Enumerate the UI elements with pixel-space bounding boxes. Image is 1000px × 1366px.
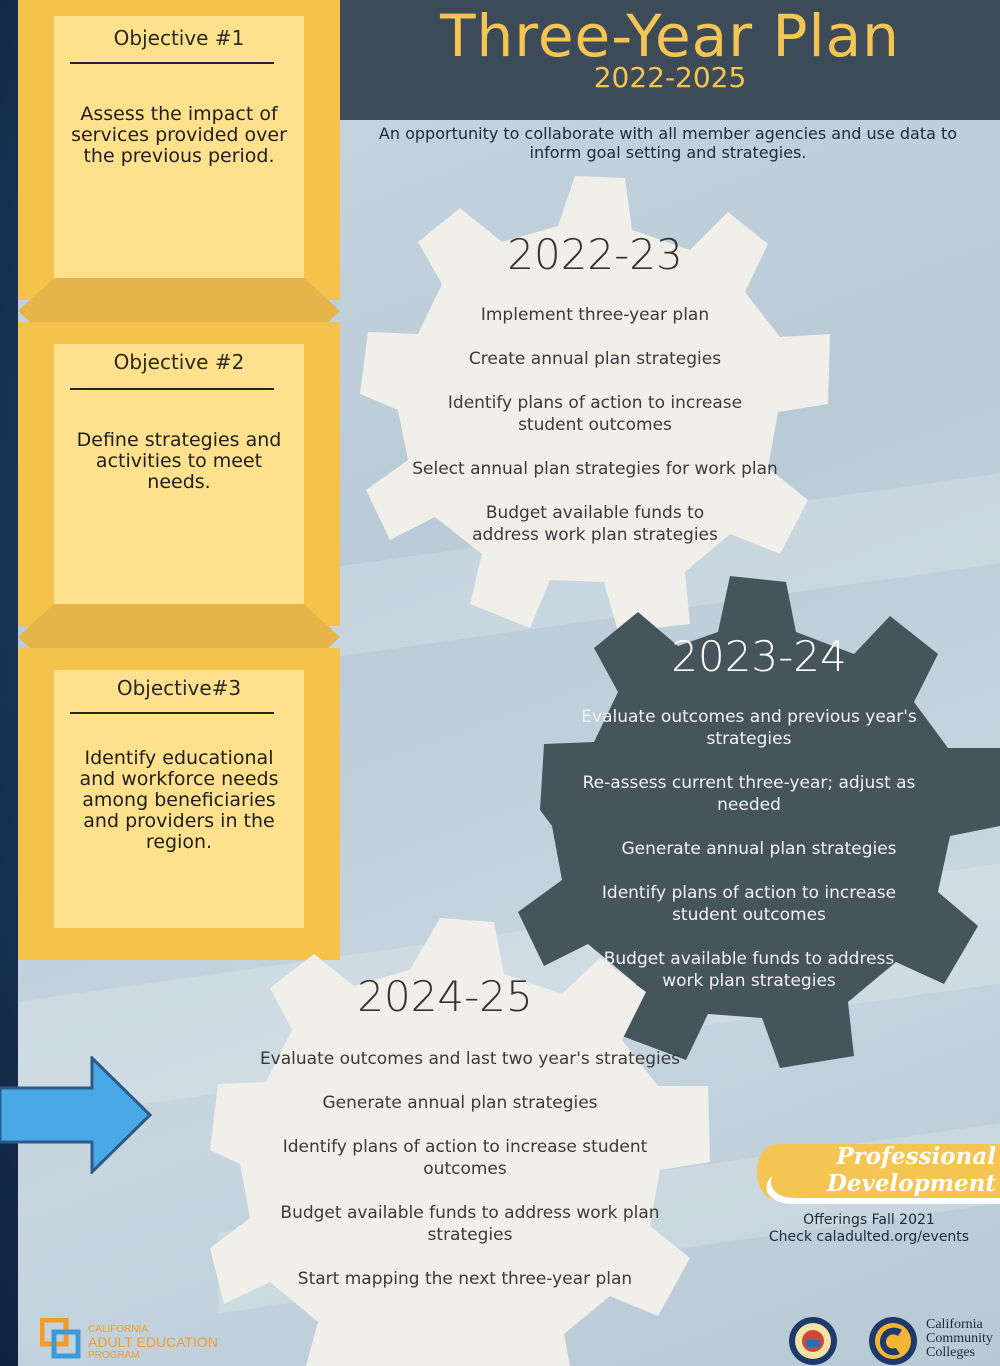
professional-development-label: Professional Development bbox=[826, 1143, 996, 1197]
gear-year: 2022-23 bbox=[507, 230, 683, 279]
objective-divider bbox=[70, 712, 274, 714]
caep-logo-text: CALIFORNIA ADULT EDUCATION PROGRAM bbox=[88, 1324, 218, 1361]
objective-panel-face bbox=[54, 16, 304, 278]
page-subtitle: An opportunity to collaborate with all m… bbox=[378, 124, 958, 162]
caep-line: CALIFORNIA bbox=[88, 1324, 149, 1335]
caep-line: PROGRAM bbox=[88, 1350, 140, 1361]
infographic-poster: Three-Year Plan 2022-2025 An opportunity… bbox=[18, 0, 1000, 1366]
gear-item: Identify plans of action to increase stu… bbox=[601, 883, 897, 925]
gear-year: 2023-24 bbox=[671, 632, 847, 681]
objective-text: Define strategies and activities to meet… bbox=[76, 429, 282, 493]
page-title: Three-Year Plan bbox=[440, 2, 900, 70]
objective-text: Identify educational and workforce needs… bbox=[79, 747, 279, 853]
state-seal-icon bbox=[789, 1317, 837, 1365]
gear-item: Evaluate outcomes and previous year's st… bbox=[581, 707, 917, 749]
ccc-line: California bbox=[926, 1317, 983, 1332]
gear-2022-23: 2022-23 Implement three-year plan Create… bbox=[360, 172, 830, 632]
ccc-logo-icon bbox=[869, 1317, 917, 1365]
events-link-text: Check caladulted.org/events bbox=[768, 1229, 970, 1245]
gear-item: Generate annual plan strategies bbox=[621, 839, 897, 859]
gear-shape bbox=[518, 576, 1000, 1068]
objective-title: Objective #2 bbox=[113, 350, 245, 374]
gear-2023-24: 2023-24 Evaluate outcomes and previous y… bbox=[518, 574, 1000, 1068]
objective-panel-2: Objective #2 Define strategies and activ… bbox=[18, 322, 340, 626]
objective-panel-face bbox=[54, 344, 304, 604]
objective-title: Objective#3 bbox=[116, 676, 242, 700]
gear-2024-25: 2024-25 Evaluate outcomes and last two y… bbox=[210, 918, 710, 1366]
gear-item: Evaluate outcomes and last two year's st… bbox=[259, 1049, 681, 1069]
gear-item: Budget available funds to address work p… bbox=[472, 503, 718, 545]
objective-text: Assess the impact of services provided o… bbox=[71, 103, 287, 167]
gear-item: Implement three-year plan bbox=[480, 305, 710, 325]
offerings-line: Offerings Fall 2021 bbox=[803, 1212, 935, 1228]
objective-title: Objective #1 bbox=[113, 26, 245, 50]
arrow-right-icon bbox=[0, 1056, 152, 1174]
objective-divider bbox=[70, 62, 274, 64]
gear-item: Identify plans of action to increase stu… bbox=[447, 393, 743, 435]
gear-item: Re-assess current three-year; adjust as … bbox=[582, 773, 916, 815]
header-banner: Three-Year Plan 2022-2025 bbox=[340, 0, 1000, 120]
gear-item: Start mapping the next three-year plan bbox=[297, 1269, 633, 1289]
offerings-text: Offerings Fall 2021 Check caladulted.org… bbox=[738, 1212, 1000, 1246]
ccc-logo-text: California Community Colleges bbox=[926, 1318, 993, 1360]
gear-item: Identify plans of action to increase stu… bbox=[282, 1137, 648, 1179]
objectives-column: Objective #1 Assess the impact of servic… bbox=[18, 0, 340, 960]
objective-divider bbox=[70, 388, 274, 390]
caep-logo-icon bbox=[40, 1318, 81, 1359]
ccc-line: Community bbox=[926, 1331, 993, 1346]
objective-panel-1: Objective #1 Assess the impact of servic… bbox=[18, 0, 340, 300]
ccc-line: Colleges bbox=[926, 1345, 975, 1360]
plan-years: 2022-2025 bbox=[593, 61, 747, 94]
gear-item: Create annual plan strategies bbox=[468, 349, 722, 369]
gear-item: Generate annual plan strategies bbox=[322, 1093, 598, 1113]
gear-item: Budget available funds to address work p… bbox=[280, 1203, 660, 1245]
gear-shape bbox=[360, 176, 830, 632]
objective-panel-3: Objective#3 Identify educational and wor… bbox=[18, 648, 340, 960]
gear-item: Select annual plan strategies for work p… bbox=[412, 459, 778, 479]
professional-development-badge bbox=[757, 1144, 1000, 1204]
caep-line: ADULT EDUCATION bbox=[88, 1334, 218, 1350]
gear-item: Budget available funds to address work p… bbox=[603, 949, 895, 991]
gear-year: 2024-25 bbox=[357, 972, 533, 1021]
gear-shape bbox=[210, 918, 710, 1366]
